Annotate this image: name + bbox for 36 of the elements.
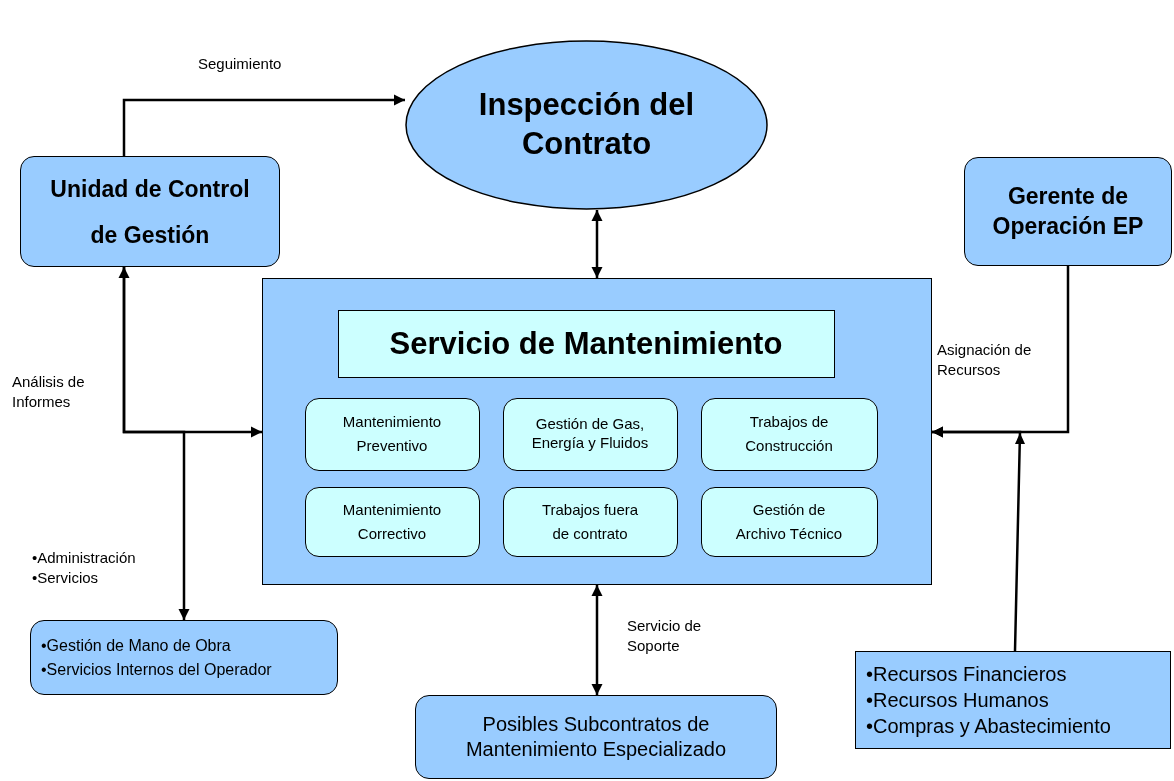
node-label: •Compras y Abastecimiento xyxy=(866,714,1111,739)
title-box xyxy=(337,309,835,378)
arrow xyxy=(932,426,1022,652)
node-label: Inspección del Contrato xyxy=(477,86,696,163)
arrow xyxy=(122,267,190,620)
arrow xyxy=(118,267,262,438)
ellipse-node xyxy=(405,40,768,210)
rounded-box xyxy=(502,486,678,557)
node-label: Mantenimiento Correctivo xyxy=(341,499,443,544)
arrow xyxy=(591,210,603,278)
node-label: Gerente de Operación EP xyxy=(991,181,1145,241)
service-panel xyxy=(262,278,932,585)
rounded-box xyxy=(700,486,878,557)
node-label: Servicio de Mantenimiento xyxy=(389,324,783,363)
rounded-box xyxy=(964,157,1172,266)
node-label: •Servicios Internos del Operador xyxy=(41,659,272,680)
node-label: Trabajos fuera de contrato xyxy=(540,499,640,544)
node-label: Gestión de Archivo Técnico xyxy=(734,499,844,544)
node-label: Unidad de Control de Gestión xyxy=(49,174,251,250)
rounded-box xyxy=(700,397,878,471)
node-label: •Gestión de Mano de Obra xyxy=(41,635,231,656)
rounded-box xyxy=(502,397,678,471)
rounded-box xyxy=(304,397,480,471)
node-label: •Recursos Financieros xyxy=(866,662,1067,687)
node-label: •Recursos Humanos xyxy=(866,688,1049,713)
rounded-box xyxy=(415,695,777,779)
rounded-box xyxy=(304,486,480,557)
rounded-box xyxy=(30,620,338,695)
arrow xyxy=(122,94,405,156)
node-label: Gestión de Gas, Energía y Fluidos xyxy=(530,415,650,453)
rounded-box xyxy=(20,156,280,267)
process-box xyxy=(855,651,1171,749)
node-label: Posibles Subcontratos de Mantenimiento Especializado xyxy=(464,712,728,762)
arrow xyxy=(591,585,603,695)
node-label: Mantenimiento Preventivo xyxy=(341,412,443,456)
node-label: Trabajos de Construcción xyxy=(744,412,834,456)
